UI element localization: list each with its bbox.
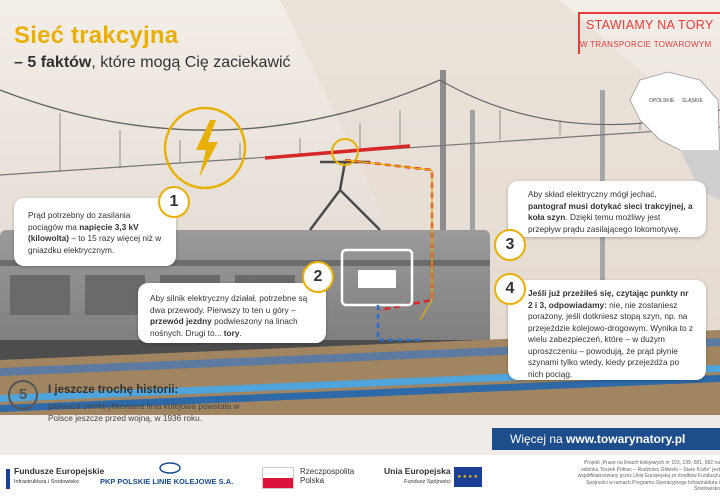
fact-2-text-mid: podwieszony na linach nośnych. Drugi to.… xyxy=(150,316,298,338)
fact-1-bold: napięcie 3,3 kV (kilowolta) xyxy=(28,221,139,244)
fact-2-text-post: . xyxy=(239,327,242,338)
history-text: pierwsza zelektryfikowana linia kolejowa… xyxy=(48,401,240,423)
map-label-opolskie: OPOLSKIE xyxy=(649,98,675,104)
fact-3-badge: 3 xyxy=(494,229,526,261)
fact-2-bold: przewód jezdny xyxy=(150,316,212,326)
fe-logo-text: Fundusze Europejskie Infrastruktura i Śr… xyxy=(14,467,104,487)
brand-line2: W TRANSPORCIE TOWAROWYM xyxy=(580,40,712,49)
project-note: Projekt „Prace na liniach kolejowych nr … xyxy=(577,460,720,492)
fe-title: Fundusze Europejskie xyxy=(14,466,105,476)
ue-text: Unia Europejska Fundusz Spójności xyxy=(384,467,451,487)
scene: Sieć trakcyjna – 5 faktów, które mogą Ci… xyxy=(0,0,720,455)
fact-2-box: Aby silnik elektryczny działał, potrzebn… xyxy=(138,283,326,343)
page-title: Sieć trakcyjna xyxy=(14,22,179,49)
fact-1-text: Prąd potrzebny do zasilania pociągów ma xyxy=(28,210,131,232)
brand-line1: STAWIAMY NA TORY xyxy=(586,18,714,32)
more-url: www.towarynatory.pl xyxy=(566,432,686,446)
brand-frame xyxy=(578,12,720,54)
fact-2-text: Aby silnik elektryczny działał, potrzebn… xyxy=(150,293,308,315)
fact-1-badge: 1 xyxy=(158,186,190,218)
rp-line2: Polska xyxy=(300,476,325,485)
more-link[interactable]: Więcej na www.towarynatory.pl xyxy=(492,428,720,450)
fact-2-badge: 2 xyxy=(302,261,334,293)
page-subtitle: – 5 faktów, które mogą Cię zaciekawić xyxy=(14,54,291,72)
fe-logo-icon xyxy=(6,469,10,489)
fact-3-bold: pantograf musi dotykać sieci trakcyjnej,… xyxy=(528,200,693,223)
fact-2-bold2: tory xyxy=(223,327,240,338)
history-badge: 5 xyxy=(8,380,38,410)
pkp-name: PKP POLSKIE LINIE KOLEJOWE S.A. xyxy=(100,477,234,486)
fact-3-box: Aby skład elektryczny mógł jechać, panto… xyxy=(508,181,706,237)
pkp-logo-icon xyxy=(158,461,182,475)
fact-1-box: Prąd potrzebny do zasilania pociągów ma … xyxy=(14,198,176,266)
map-label-slaskie: ŚLĄSKIE xyxy=(682,98,703,104)
footer: Fundusze Europejskie Infrastruktura i Śr… xyxy=(0,455,720,500)
fact-1-text-post: – to 15 razy więcej niż w gniazdku elekt… xyxy=(28,233,162,255)
history-title: I jeszcze trochę historii: xyxy=(48,384,179,396)
rp-line1: Rzeczpospolita xyxy=(300,467,355,476)
more-prefix: Więcej na xyxy=(510,432,567,446)
subtitle-rest: , które mogą Cię zaciekawić xyxy=(91,54,291,71)
ue-title: Unia Europejska xyxy=(384,466,451,476)
fact-3-text: Aby skład elektryczny mógł jechać, xyxy=(528,189,657,199)
subtitle-bold: – 5 faktów xyxy=(14,54,92,71)
eu-flag-icon: ★★★★ xyxy=(454,467,482,487)
fact-4-text: nie, nie zostaniesz porażony, jeśli dotk… xyxy=(528,299,694,379)
fact-3-text-post: . Dzięki temu możliwy jest przepływ prąd… xyxy=(528,212,681,234)
fact-4-bold: Jeśli już przeżiłeś się, czytając punkty… xyxy=(528,288,689,310)
fe-sub: Infrastruktura i Środowisko xyxy=(14,479,80,485)
fact-4-box: Jeśli już przeżiłeś się, czytając punkty… xyxy=(508,280,706,380)
fact-4-badge: 4 xyxy=(494,273,526,305)
pl-flag-icon xyxy=(262,467,294,489)
ue-sub: Fundusz Spójności xyxy=(404,479,451,485)
